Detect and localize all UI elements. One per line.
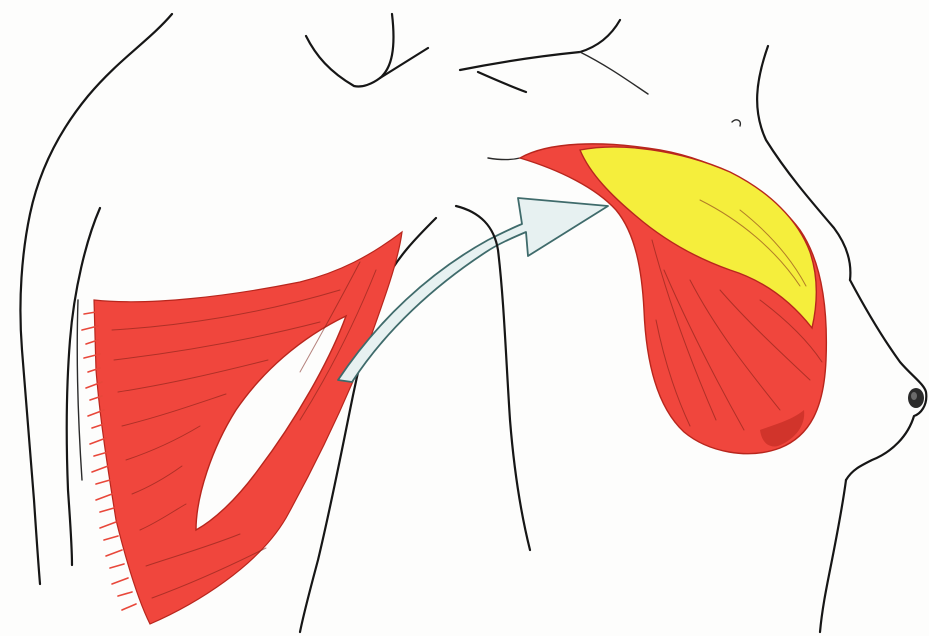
back-midline-faint (77, 300, 82, 480)
breast-contour (846, 280, 926, 480)
neck-line (306, 14, 394, 87)
small-mark (732, 120, 740, 126)
neck-line-right (380, 48, 428, 78)
clavicle-line-lower (478, 72, 526, 92)
latissimus-dorsi-muscle-flap (82, 232, 402, 624)
front-lower-contour (820, 480, 846, 632)
shoulder-line (580, 52, 648, 94)
clavicle-line (460, 20, 620, 70)
nipple (908, 388, 924, 408)
transferred-flap (520, 144, 826, 454)
pectoral-line (488, 158, 520, 160)
back-inner-line-left (67, 208, 100, 565)
